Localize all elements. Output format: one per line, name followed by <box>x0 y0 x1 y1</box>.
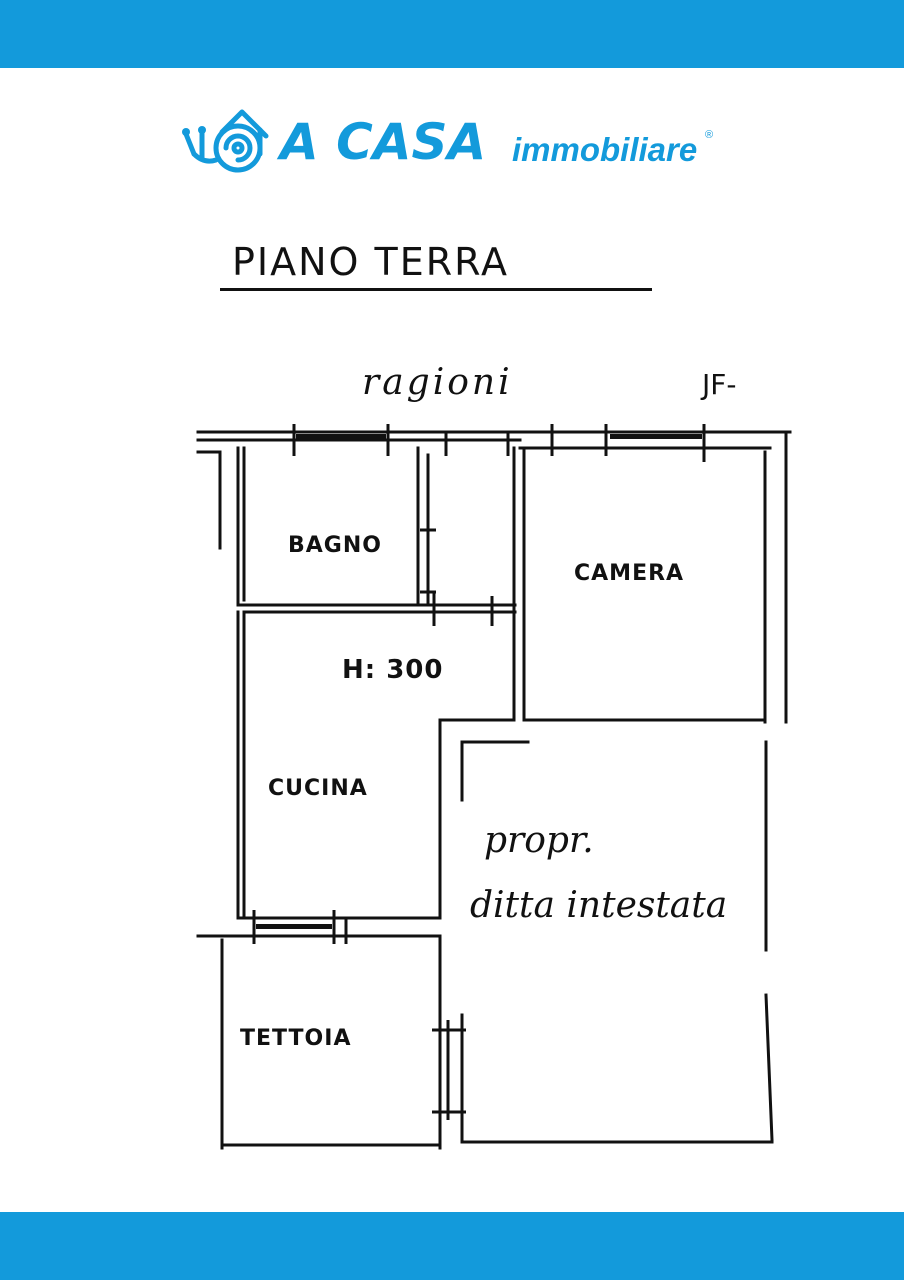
corner-note: JF- <box>702 368 737 401</box>
room-label-camera: CAMERA <box>574 561 685 586</box>
brand-subtitle: immobiliare <box>512 131 698 168</box>
snail-house-icon <box>182 109 269 173</box>
bottom-band <box>0 1212 904 1280</box>
room-label-cucina: CUCINA <box>268 776 368 801</box>
height-note: H: 300 <box>342 655 444 685</box>
title-underline <box>220 288 652 291</box>
room-label-tettoia: TETTOIA <box>240 1026 352 1051</box>
property-note-line1: propr. <box>484 820 594 861</box>
north-note: ragioni <box>362 362 513 403</box>
room-label-bagno: BAGNO <box>288 533 382 558</box>
registered-mark: ® <box>705 129 714 141</box>
logo: A CASA immobiliare ® <box>180 100 740 180</box>
brand-name: A CASA <box>280 113 487 171</box>
plan-title: PIANO TERRA <box>232 240 510 284</box>
property-note-line2: ditta intestata <box>470 885 728 926</box>
top-band <box>0 0 904 68</box>
